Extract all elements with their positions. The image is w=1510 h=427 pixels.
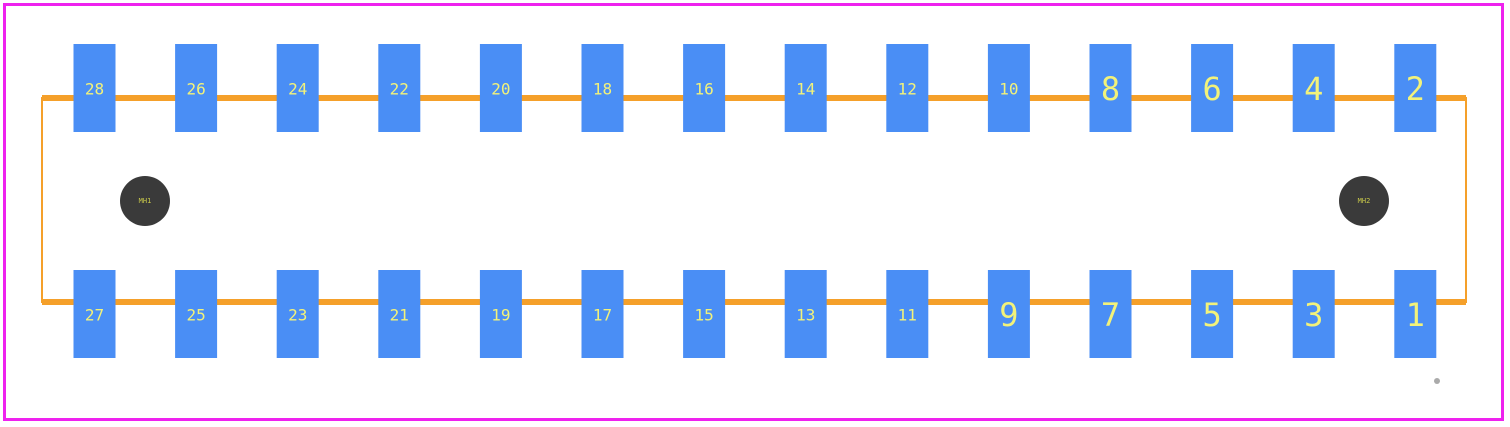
pad-label-23: 23 [288,306,307,325]
pad-20 [479,44,522,132]
pad-row-bottom: 27 25 23 21 19 17 15 13 11 9 7 5 3 1 [73,270,1437,358]
pad-8 [1089,44,1132,132]
pad-label-28: 28 [85,80,104,99]
pad-label-9: 9 [999,296,1018,334]
pad-label-12: 12 [898,80,917,99]
pad-22 [378,44,421,132]
pad-label-10: 10 [999,80,1018,99]
pad-5 [1191,270,1234,358]
pad-label-2: 2 [1406,70,1425,108]
pad-label-3: 3 [1304,296,1323,334]
pad-label-15: 15 [694,306,713,325]
pad-label-4: 4 [1304,70,1323,108]
pad-27 [73,270,116,358]
silkscreen-body-rect [41,97,1467,303]
pad-row-top: 28 26 24 22 20 18 16 14 12 10 8 6 4 2 [73,44,1437,132]
pad-label-16: 16 [694,80,713,99]
pad-7 [1089,270,1132,358]
pad-19 [479,270,522,358]
pad-16 [683,44,726,132]
pad-28 [73,44,116,132]
board-outline [3,3,1504,421]
mounting-hole-mh1 [120,176,170,226]
pad-label-17: 17 [593,306,612,325]
mounting-hole-label-mh1: MH1 [139,197,152,205]
pad-label-5: 5 [1202,296,1221,334]
pad-label-18: 18 [593,80,612,99]
pad-label-13: 13 [796,306,815,325]
pad-9 [987,270,1030,358]
pad-label-14: 14 [796,80,815,99]
pad-label-24: 24 [288,80,307,99]
pad-label-6: 6 [1202,70,1221,108]
pad-23 [276,270,319,358]
pad-11 [886,270,929,358]
pad-21 [378,270,421,358]
pad-label-25: 25 [186,306,205,325]
pin1-marker-dot [1434,378,1440,384]
pad-12 [886,44,929,132]
pad-label-22: 22 [390,80,409,99]
pad-label-1: 1 [1406,296,1425,334]
pad-label-21: 21 [390,306,409,325]
pad-label-26: 26 [186,80,205,99]
pad-15 [683,270,726,358]
pad-18 [581,44,624,132]
pad-label-20: 20 [491,80,510,99]
pad-label-7: 7 [1101,296,1120,334]
pad-17 [581,270,624,358]
pad-10 [987,44,1030,132]
pad-label-8: 8 [1101,70,1120,108]
pad-13 [784,270,827,358]
pad-24 [276,44,319,132]
pad-2 [1394,44,1437,132]
mounting-hole-label-mh2: MH2 [1358,197,1371,205]
pad-label-19: 19 [491,306,510,325]
pad-label-11: 11 [898,306,917,325]
mounting-hole-mh2 [1339,176,1389,226]
pad-4 [1292,44,1335,132]
pad-26 [175,44,218,132]
pad-1 [1394,270,1437,358]
mounting-holes: MH1 MH2 [120,176,1389,226]
pad-25 [175,270,218,358]
pad-label-27: 27 [85,306,104,325]
pad-3 [1292,270,1335,358]
pad-14 [784,44,827,132]
pad-6 [1191,44,1234,132]
silkscreen-outline [41,95,1467,305]
